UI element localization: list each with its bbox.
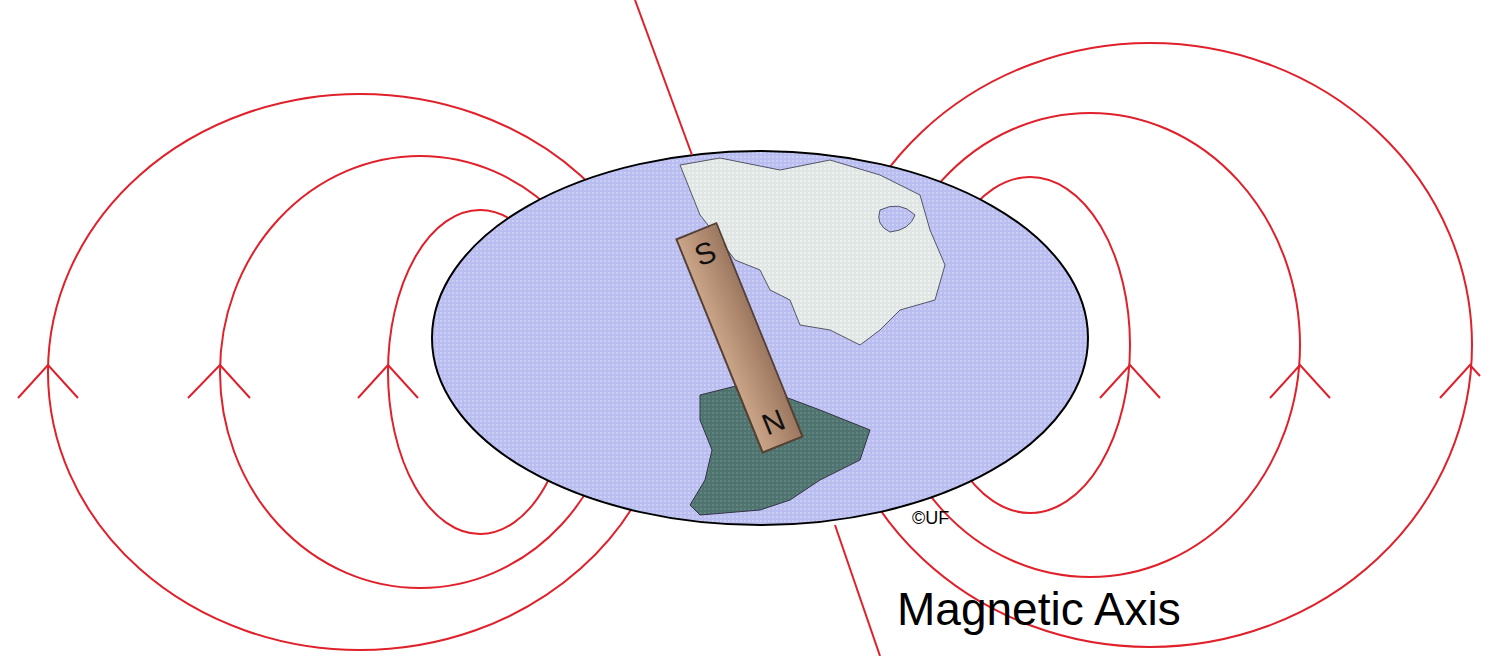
field-lines xyxy=(18,43,1480,650)
hudson-bay xyxy=(879,206,915,232)
axis-label: Magnetic Axis xyxy=(897,582,1181,636)
magnetic-axis-line xyxy=(635,0,880,656)
pole-letter: S xyxy=(690,234,721,273)
copyright-note: ©UF xyxy=(912,508,949,529)
pole-letter: N xyxy=(757,403,790,443)
globe xyxy=(432,151,1088,525)
